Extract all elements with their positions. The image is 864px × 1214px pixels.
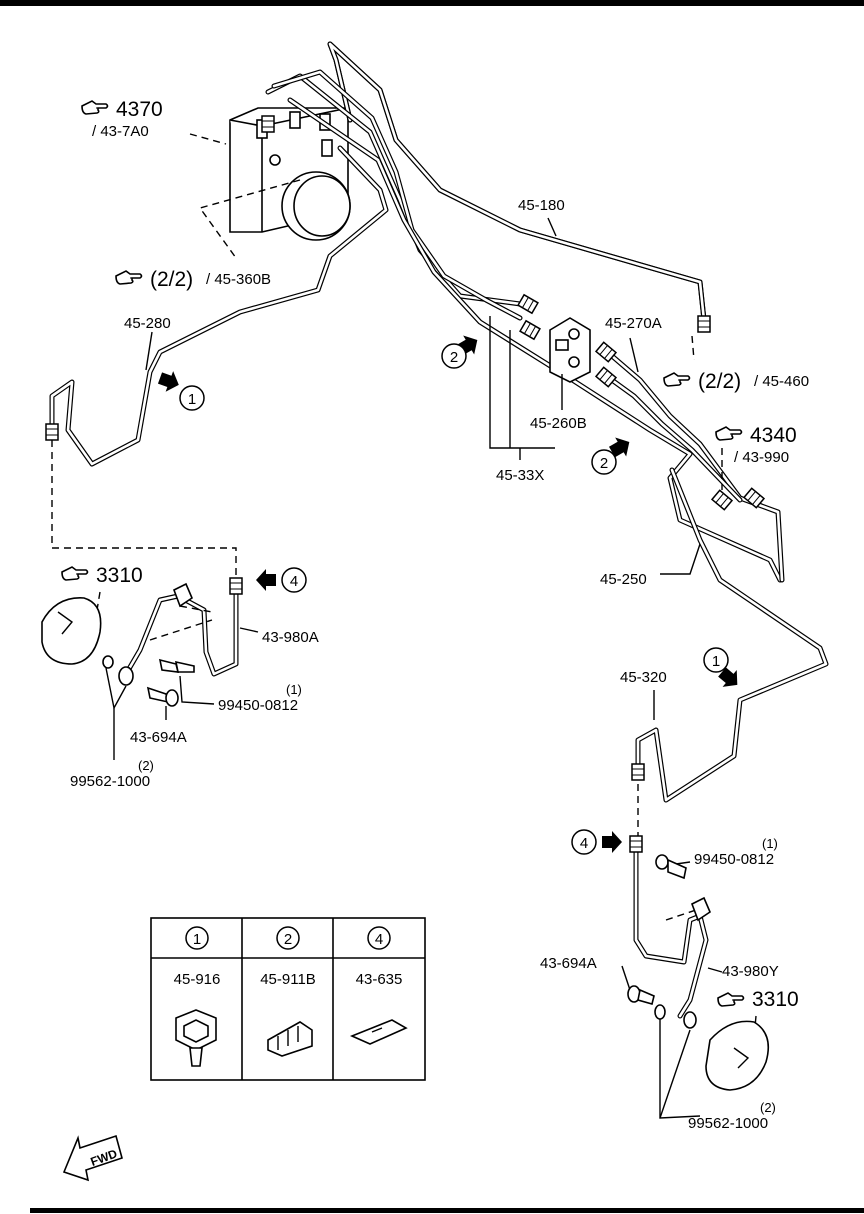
legend-col-1: 1 45-916	[174, 926, 221, 1067]
callout-2-mid[interactable]: 2	[591, 432, 635, 475]
brake-pipes	[49, 41, 829, 1019]
label-45-320: 45-320	[620, 669, 667, 686]
label-43-694a-right: 43-694A	[540, 955, 597, 972]
callout-1-right-num: 1	[712, 653, 720, 670]
label-99450-0812-right: 99450-0812	[694, 851, 774, 868]
callout-1-left-num: 1	[188, 391, 196, 408]
label-45-250: 45-250	[600, 571, 647, 588]
pointer-hand-icon	[81, 100, 109, 115]
pointer-hand-icon	[115, 270, 143, 285]
label-43-980a: 43-980A	[262, 629, 319, 646]
leader-lines	[105, 217, 723, 1119]
ref-360b-num: (2/2)	[150, 268, 193, 291]
callout-arrow-icon	[256, 569, 276, 591]
qty-99450-right: (1)	[762, 836, 778, 851]
pointer-hand-icon	[663, 372, 691, 387]
pointer-hand-icon	[715, 426, 743, 441]
label-45-260b: 45-260B	[530, 415, 587, 432]
legend-part-4: 43-635	[356, 971, 403, 988]
ref-460-num: (2/2)	[698, 370, 741, 393]
ref-4340[interactable]: 4340 / 43-990	[715, 424, 797, 466]
label-45-280: 45-280	[124, 315, 171, 332]
callout-1-left[interactable]: 1	[156, 367, 205, 411]
top-border	[0, 0, 864, 6]
legend-key-2: 2	[284, 931, 292, 948]
ref-3310-left[interactable]: 3310	[61, 564, 143, 587]
label-99562-1000-right: 99562-1000	[688, 1115, 768, 1132]
label-99562-1000-left: 99562-1000	[70, 773, 150, 790]
callout-4-left-num: 4	[290, 573, 298, 590]
label-45-33x: 45-33X	[496, 467, 544, 484]
qty-99450-left: (1)	[286, 682, 302, 697]
ref-460-sub: / 45-460	[754, 373, 809, 390]
legend-key-4: 4	[375, 931, 383, 948]
callout-1-right[interactable]: 1	[703, 647, 745, 694]
ref-3310-right[interactable]: 3310	[717, 988, 799, 1011]
legend-col-2: 2 45-911B	[260, 926, 316, 1057]
clip-43-635-icon	[349, 1019, 408, 1045]
clip-45-916-icon	[175, 1009, 217, 1067]
abs-hydraulic-unit	[229, 107, 351, 241]
label-43-694a-left: 43-694A	[130, 729, 187, 746]
qty-99562-left: (2)	[138, 758, 154, 773]
brake-assembly-left	[41, 597, 102, 665]
ref-4340-num: 4340	[750, 424, 797, 447]
callout-2-top[interactable]: 2	[441, 330, 483, 369]
part-labels: 45-180 45-280 45-270A 45-260B 45-33X 45-…	[70, 197, 779, 1132]
bolts-and-washers	[102, 655, 697, 1029]
label-99450-0812-left: 99450-0812	[218, 697, 298, 714]
legend-part-1: 45-916	[174, 971, 221, 988]
ref-45-460[interactable]: (2/2) / 45-460	[663, 370, 809, 393]
pointer-hand-icon	[717, 992, 745, 1007]
callout-2-top-num: 2	[450, 349, 458, 366]
qty-99562-right: (2)	[760, 1100, 776, 1115]
label-45-180: 45-180	[518, 197, 565, 214]
ref-45-360b[interactable]: (2/2) / 45-360B	[115, 268, 271, 291]
ref-360b-sub: / 45-360B	[206, 271, 271, 288]
pointer-hand-icon	[61, 566, 89, 581]
junction-block	[549, 317, 591, 383]
ref-4370-num: 4370	[116, 98, 163, 121]
fwd-direction-indicator: FWD	[62, 1134, 123, 1182]
ref-4370[interactable]: 4370 / 43-7A0	[81, 98, 163, 140]
legend-part-2: 45-911B	[260, 971, 316, 988]
ref-4370-sub: / 43-7A0	[92, 123, 149, 140]
brake-assembly-right	[705, 1020, 770, 1091]
callout-arrow-icon	[602, 831, 622, 853]
ref-3310b-num: 3310	[752, 988, 799, 1011]
ref-3310a-num: 3310	[96, 564, 143, 587]
pipe-clips	[172, 582, 711, 922]
bottom-border	[30, 1208, 864, 1213]
callout-2-mid-num: 2	[600, 455, 608, 472]
callout-arrow-icon	[156, 367, 183, 396]
clip-45-911b-icon	[267, 1021, 313, 1057]
legend-key-1: 1	[193, 931, 201, 948]
ref-4340-sub: / 43-990	[734, 449, 789, 466]
callout-4-right[interactable]: 4	[571, 829, 622, 855]
callout-4-right-num: 4	[580, 835, 588, 852]
legend-col-4: 4 43-635	[349, 926, 408, 1045]
callout-4-left[interactable]: 4	[256, 567, 307, 593]
label-43-980y: 43-980Y	[722, 963, 779, 980]
label-45-270a: 45-270A	[605, 315, 662, 332]
legend-table: 1 45-916 2 45-911B 4 43-635	[150, 917, 426, 1081]
